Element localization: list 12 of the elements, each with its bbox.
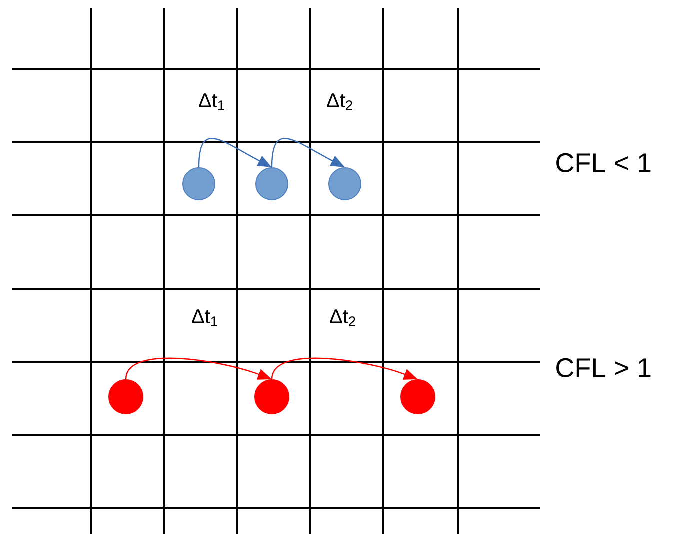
row-label: CFL < 1 bbox=[556, 153, 651, 173]
edge-label: Δt$_{2}$ bbox=[330, 310, 356, 326]
dot bbox=[254, 380, 290, 414]
dot bbox=[328, 168, 362, 200]
edge-label: Δt$_{2}$ bbox=[327, 94, 352, 110]
edge-label: Δt$_{1}$ bbox=[199, 94, 224, 110]
dot bbox=[108, 380, 144, 414]
row-label: CFL > 1 bbox=[556, 358, 651, 378]
dot bbox=[182, 168, 216, 200]
dot bbox=[400, 380, 436, 414]
dot bbox=[256, 168, 288, 200]
edge-label: Δt$_{1}$ bbox=[192, 310, 218, 326]
